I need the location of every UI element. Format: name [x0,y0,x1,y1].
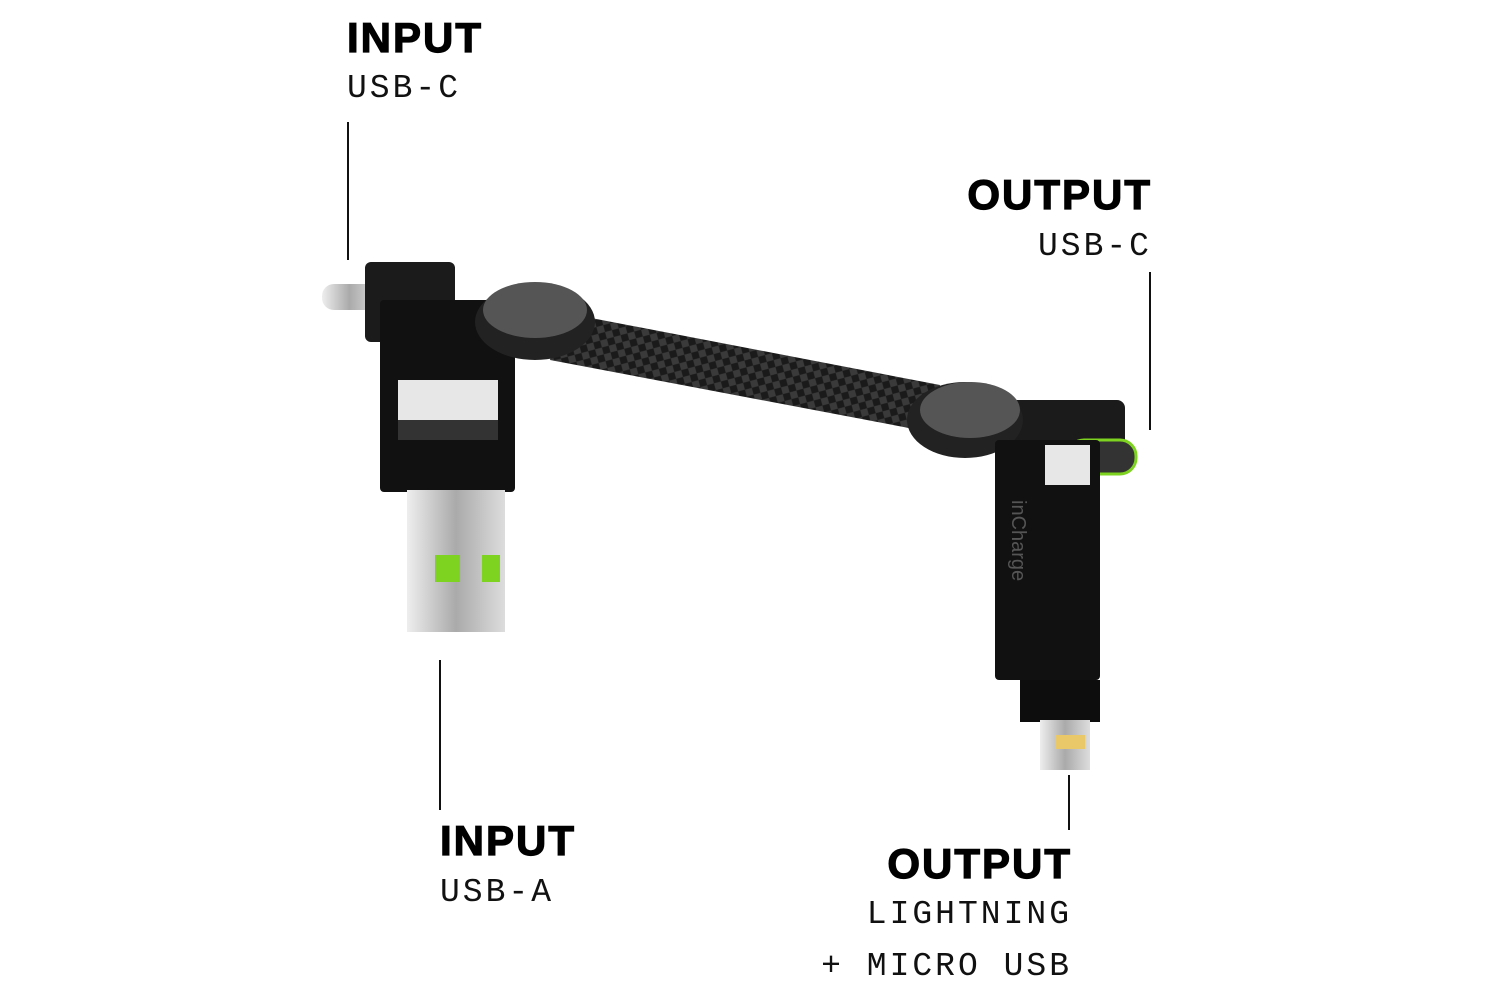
braided-cable [550,312,940,432]
leader-line-output-bottom [1068,775,1070,830]
right-connector-module: inCharge [907,382,1138,770]
label-input-top-title: INPUT [346,14,483,61]
label-output-bottom-type-1: LIGHTNING [866,896,1072,933]
label-input-bottom-type: USB-A [440,874,555,911]
label-input-bottom-title: INPUT [439,817,576,864]
leader-line-input-bottom [439,660,441,810]
label-output-top-title: OUTPUT [967,171,1152,218]
label-output-bottom-type-2: + MICRO USB [821,948,1072,985]
label-output-bottom-title: OUTPUT [887,840,1072,887]
leader-line-output-top [1149,272,1151,430]
left-connector-module [322,262,595,632]
label-output-top-type: USB-C [1037,228,1152,265]
brand-logo: inCharge [1007,500,1029,581]
label-input-top-type: USB-C [347,70,462,107]
leader-line-input-top [347,122,349,260]
usb-c-plug-left [322,284,377,310]
